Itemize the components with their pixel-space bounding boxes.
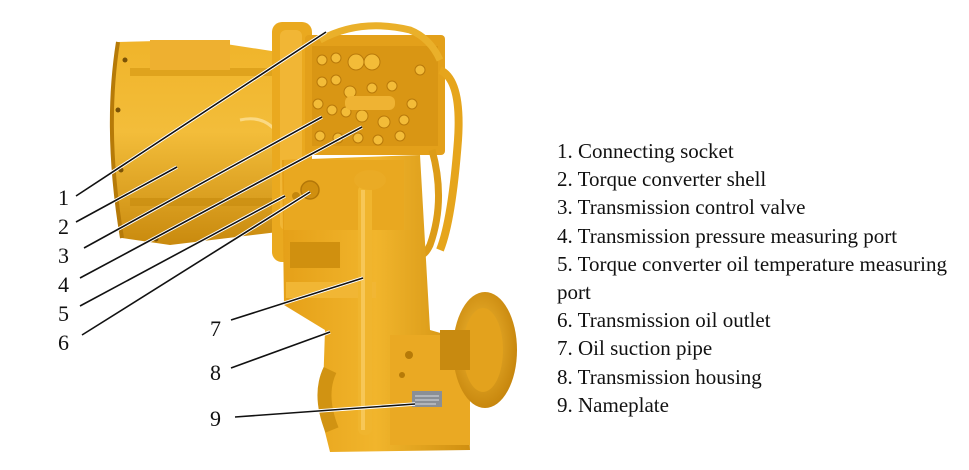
callout-number-4: 4 bbox=[58, 272, 69, 297]
callout-number-9: 9 bbox=[210, 406, 221, 431]
callout-number-3: 3 bbox=[58, 243, 69, 268]
leader-line-3 bbox=[83, 116, 323, 249]
leader-line-6 bbox=[81, 191, 311, 336]
leader-line-1 bbox=[75, 31, 327, 197]
callout-number-2: 2 bbox=[58, 214, 69, 239]
nameplate bbox=[412, 391, 442, 407]
callout-number-1: 1 bbox=[58, 185, 69, 210]
leader-line-2 bbox=[75, 166, 178, 223]
legend-item: 2. Torque converter shell bbox=[557, 167, 767, 192]
legend-item: 1. Connecting socket bbox=[557, 139, 734, 163]
leader-line-5 bbox=[79, 195, 286, 307]
hose bbox=[436, 66, 463, 252]
legend: 1. Connecting socket 2. Torque converter… bbox=[557, 137, 957, 419]
leader-line-4 bbox=[79, 126, 363, 279]
callout-number-6: 6 bbox=[58, 330, 69, 355]
leader-line-8 bbox=[230, 331, 331, 369]
legend-item: 5. Torque converter oil temperature meas… bbox=[557, 251, 947, 305]
legend-item: 3. Transmission control valve bbox=[557, 195, 806, 220]
oil-suction-pipe bbox=[354, 170, 386, 435]
leader-line-9 bbox=[234, 403, 416, 418]
callout-number-5: 5 bbox=[58, 301, 69, 326]
callout-number-7: 7 bbox=[210, 316, 221, 341]
transmission-control-valve bbox=[305, 22, 445, 155]
legend-item: 4. Transmission pressure measuring port bbox=[557, 223, 898, 248]
legend-item: 8. Transmission housing bbox=[557, 364, 762, 389]
legend-item: 9. Nameplate bbox=[557, 392, 669, 417]
leader-line-7 bbox=[230, 277, 364, 321]
callout-number-8: 8 bbox=[210, 360, 221, 385]
legend-item: 7. Oil suction pipe bbox=[557, 336, 713, 361]
callout-leader-lines bbox=[75, 30, 416, 419]
output-flange bbox=[440, 292, 517, 408]
legend-item: 6. Transmission oil outlet bbox=[557, 308, 771, 333]
